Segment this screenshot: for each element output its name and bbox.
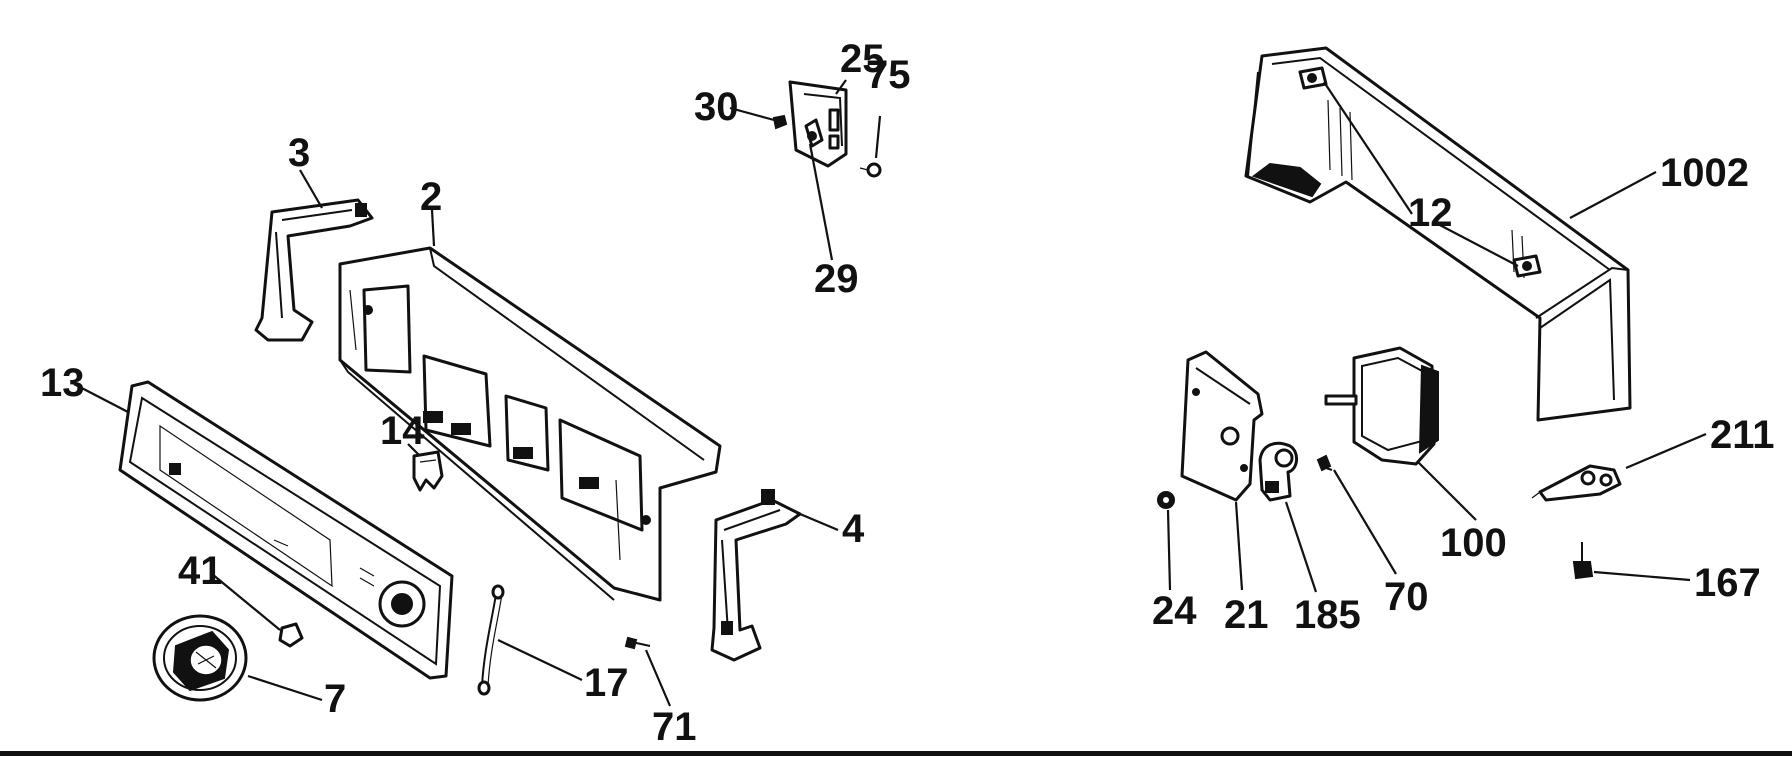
- part-7-timer-knob: [152, 614, 248, 702]
- callout-167: 167: [1694, 561, 1761, 605]
- part-167-screw: [1572, 542, 1594, 580]
- callout-211: 211: [1710, 413, 1775, 457]
- part-4-right-end-bracket: [710, 489, 802, 662]
- callout-71: 71: [652, 705, 697, 749]
- callout-7: 7: [324, 677, 346, 721]
- part-17-wire-harness: [477, 584, 505, 696]
- callout-labels: 2 3 4 7 12 13 14 17 21 24 25 29 30 41 70…: [40, 37, 1775, 749]
- part-21-mounting-plate: [1180, 350, 1264, 502]
- callout-29: 29: [814, 257, 859, 301]
- part-75-switch-screw: [859, 162, 882, 178]
- bottom-rule: [0, 751, 1792, 756]
- leader-lines: [73, 79, 1707, 707]
- callout-70: 70: [1384, 575, 1429, 619]
- callout-3: 3: [288, 131, 310, 175]
- part-185-cam-bracket: [1258, 441, 1298, 502]
- part-30-switch-button: [772, 114, 788, 130]
- part-71-screw: [624, 636, 651, 650]
- callout-2: 2: [420, 175, 442, 219]
- callout-1002: 1002: [1660, 151, 1749, 195]
- callout-21: 21: [1224, 593, 1269, 637]
- part-211-bracket: [1531, 464, 1622, 502]
- callout-185: 185: [1294, 593, 1361, 637]
- part-70-screw: [1316, 454, 1333, 472]
- callout-12: 12: [1408, 191, 1453, 235]
- callout-24: 24: [1152, 589, 1197, 633]
- callout-17: 17: [584, 661, 629, 705]
- part-3-left-end-bracket: [254, 198, 374, 342]
- callout-13: 13: [40, 361, 85, 405]
- part-2-control-panel-frame: [338, 246, 722, 602]
- part-1002-backsplash: [1244, 46, 1632, 422]
- callout-30: 30: [694, 85, 739, 129]
- part-14-clip: [412, 450, 444, 492]
- callout-41: 41: [178, 549, 223, 593]
- callout-4: 4: [842, 507, 865, 551]
- callout-14: 14: [380, 409, 425, 453]
- callout-100: 100: [1440, 521, 1507, 565]
- part-29-switch-lever: [804, 118, 824, 148]
- callout-75: 75: [866, 53, 911, 97]
- part-41-knob-insert: [278, 622, 304, 648]
- part-100-timer-motor: [1324, 346, 1439, 466]
- part-13-front-bezel: [118, 380, 454, 680]
- part-24-screw: [1157, 491, 1175, 509]
- callout-25: 25: [840, 37, 885, 81]
